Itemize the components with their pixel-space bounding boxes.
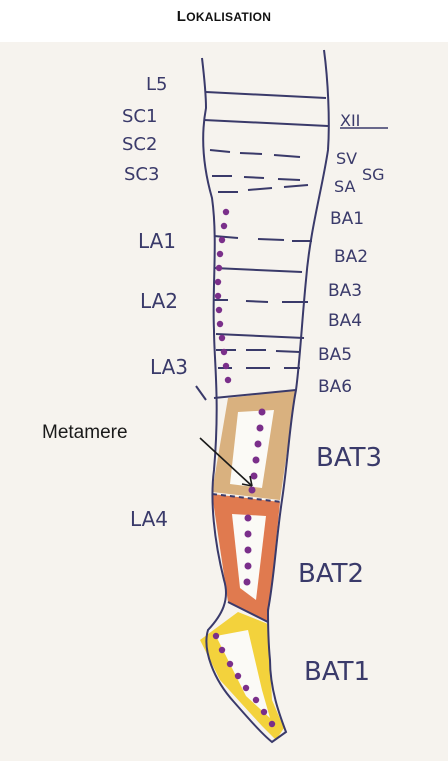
label-la4: LA4 bbox=[130, 507, 168, 531]
label-sc3: SC3 bbox=[124, 164, 159, 185]
label-ba5: BA5 bbox=[318, 345, 352, 365]
label-sv: SV bbox=[336, 149, 357, 168]
label-ba3: BA3 bbox=[328, 281, 362, 301]
label-la3: LA3 bbox=[150, 355, 188, 379]
label-bat3: BAT3 bbox=[316, 443, 382, 473]
label-metamere: Metamere bbox=[42, 422, 128, 443]
label-sc1: SC1 bbox=[122, 106, 157, 127]
label-bat2: BAT2 bbox=[298, 559, 364, 589]
label-xii: XII bbox=[340, 111, 360, 130]
label-bat1: BAT1 bbox=[304, 657, 370, 687]
label-l5: L5 bbox=[146, 74, 167, 95]
label-sa: SA bbox=[334, 177, 355, 196]
label-sg: SG bbox=[362, 165, 385, 184]
label-ba6: BA6 bbox=[318, 377, 352, 397]
label-sc2: SC2 bbox=[122, 134, 157, 155]
label-ba2: BA2 bbox=[334, 247, 368, 267]
label-la1: LA1 bbox=[138, 229, 176, 253]
label-la2: LA2 bbox=[140, 289, 178, 313]
label-ba4: BA4 bbox=[328, 311, 362, 331]
label-ba1: BA1 bbox=[330, 209, 364, 229]
